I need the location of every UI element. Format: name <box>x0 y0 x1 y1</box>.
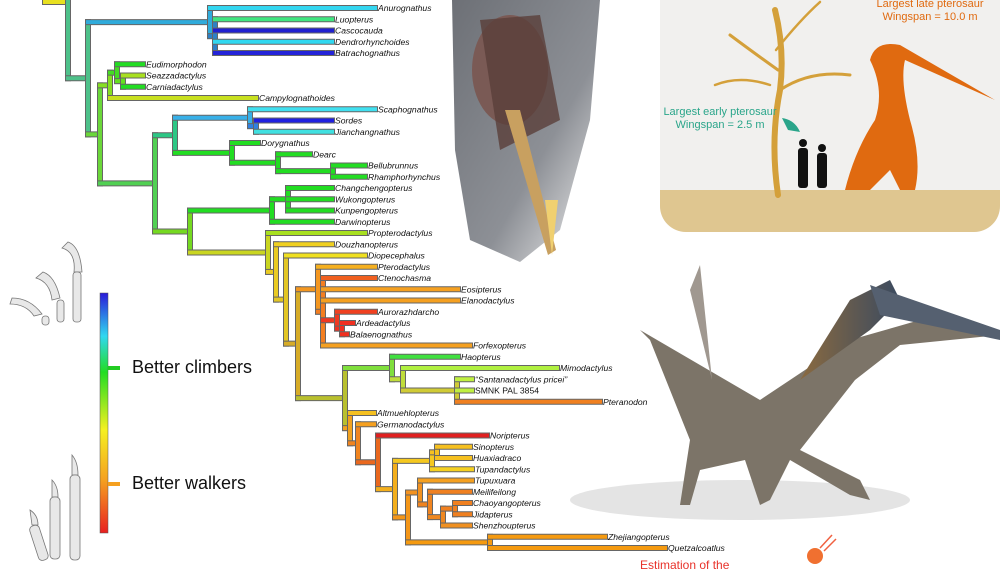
walker-hand-bones-icon <box>29 453 81 561</box>
taxon-label: Rhamphorhynchus <box>368 172 441 182</box>
taxon-label: Changchengopterus <box>335 183 413 193</box>
taxon-label: Propterodactylus <box>368 228 433 238</box>
taxon-label: Jianchangnathus <box>334 127 401 137</box>
tree-silhouette <box>713 0 852 198</box>
taxon-label: Dorygnathus <box>261 138 310 148</box>
taxon-label: Elanodactylus <box>461 296 515 306</box>
taxon-label: Eosipterus <box>461 284 502 294</box>
taxon-label: Balaenognathus <box>350 329 413 339</box>
walking-pterosaur-illustration <box>570 265 1000 520</box>
taxon-label: Sinopterus <box>473 442 515 452</box>
climber-hand-bones-icon <box>9 241 83 326</box>
taxon-label: Germanodactylus <box>377 419 445 429</box>
taxon-label: Huaxiadraco <box>473 453 521 463</box>
taxon-label: Dearc <box>313 149 337 159</box>
late-pterosaur-wingspan: Wingspan = 10.0 m <box>882 11 978 23</box>
taxon-label: Quetzalcoatlus <box>668 543 726 553</box>
taxon-label: Kunpengopterus <box>335 206 399 216</box>
taxon-label: Forfexopterus <box>473 341 527 351</box>
taxon-label: Batrachognathus <box>335 48 401 58</box>
taxon-label: Aurorazhdarcho <box>377 307 439 317</box>
taxon-label: Campylognathoides <box>259 93 336 103</box>
taxon-label: Darwinopterus <box>335 217 391 227</box>
taxon-label: Chaoyangopterus <box>473 498 542 508</box>
legend-walkers-label: Better walkers <box>132 473 247 493</box>
taxon-label: Mimodactylus <box>560 363 613 373</box>
taxon-label: Scaphognathus <box>378 104 438 114</box>
human-silhouettes <box>798 139 827 188</box>
taxon-label: Bellubrunnus <box>368 161 419 171</box>
taxon-label: Seazzadactylus <box>146 71 207 81</box>
taxon-label: Eudimorphodon <box>146 59 207 69</box>
early-pterosaur-wingspan: Wingspan = 2.5 m <box>675 119 765 131</box>
taxon-label: Jidapterus <box>472 509 513 519</box>
taxon-label: Sordes <box>335 116 363 126</box>
taxon-label: Noripterus <box>490 431 530 441</box>
taxon-label: Tupandactylus <box>475 464 531 474</box>
taxon-label: Haopterus <box>461 352 501 362</box>
taxon-label: Shenzhoupterus <box>473 521 536 531</box>
meteor-icon <box>807 534 837 564</box>
taxon-label: Diopecephalus <box>368 251 426 261</box>
early-pterosaur-title: Largest early pterosaur <box>663 106 777 118</box>
legend-colorbar <box>99 292 120 534</box>
taxon-label: Dendrorhynchoides <box>335 37 410 47</box>
taxon-label: Anurognathus <box>377 3 432 13</box>
taxon-label: Luopterus <box>335 14 374 24</box>
taxon-label: Douzhanopterus <box>335 239 399 249</box>
taxon-label: Tupuxuara <box>475 476 516 486</box>
size-comparison-panel: Largest late pterosaur Wingspan = 10.0 m… <box>660 0 1000 232</box>
taxon-label: Cascocauda <box>335 26 383 36</box>
taxon-label: Zhejiangopterus <box>607 532 670 542</box>
taxon-label: Wukongopterus <box>335 194 396 204</box>
taxon-label: Ardeadactylus <box>355 318 411 328</box>
taxon-label: Meilifeilong <box>473 487 516 497</box>
quetzalcoatlus-silhouette <box>845 44 995 190</box>
taxon-label: Ctenochasma <box>378 273 431 283</box>
taxon-label: Pteranodon <box>603 397 648 407</box>
taxon-label: Pterodactylus <box>378 262 431 272</box>
taxon-label: SMNK PAL 3854 <box>475 386 539 396</box>
legend-climbers-label: Better climbers <box>132 357 253 377</box>
footer-note: Estimation of the <box>640 558 730 572</box>
climbing-pterosaur-illustration <box>452 0 600 262</box>
late-pterosaur-title: Largest late pterosaur <box>876 0 984 10</box>
taxon-label: Altmuehlopterus <box>376 408 440 418</box>
taxon-label: “Santanadactylus pricei” <box>475 374 568 384</box>
taxon-label: Carniadactylus <box>146 82 204 92</box>
